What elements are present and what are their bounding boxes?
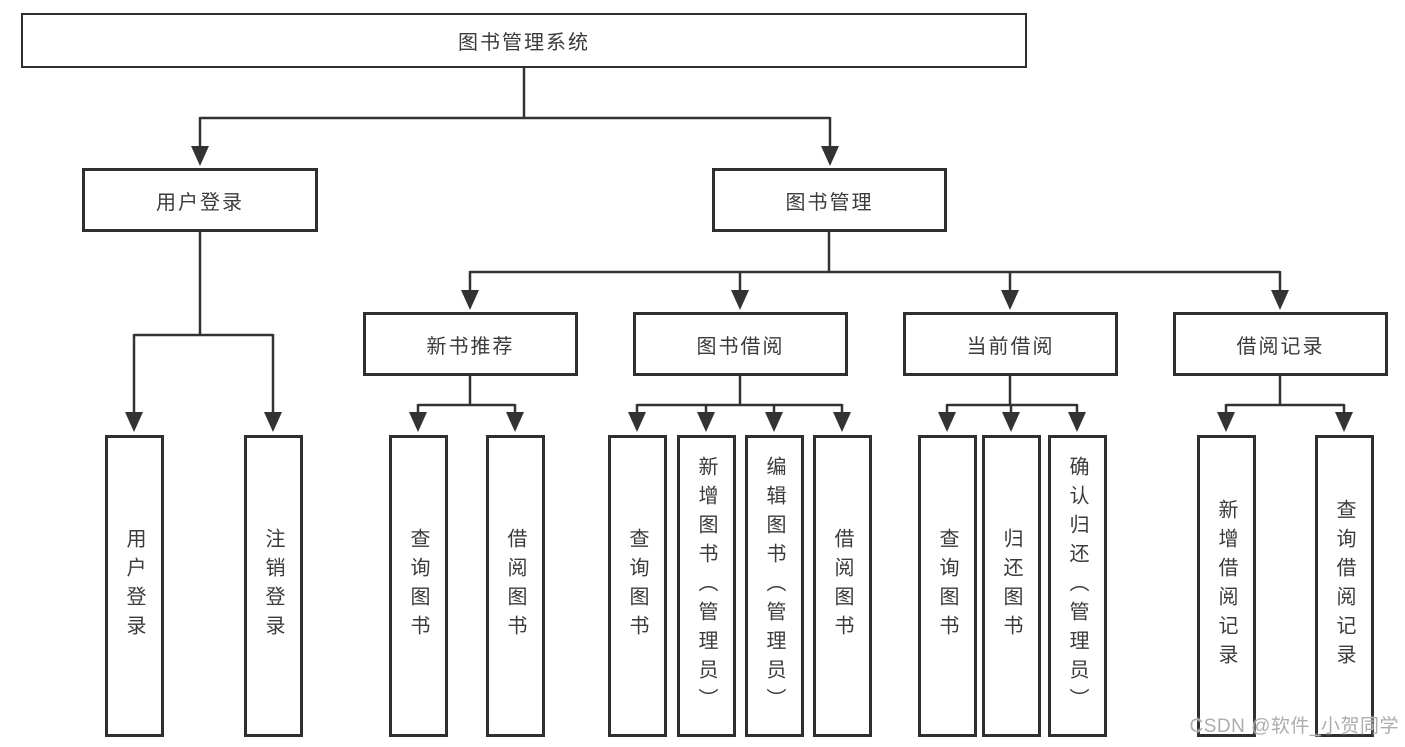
- node-label: 新书推荐: [426, 335, 515, 358]
- leaf-add-borrow-record: 新增借阅记录: [1197, 435, 1256, 737]
- node-label: 查询图书: [626, 528, 648, 644]
- node-label: 新增借阅记录: [1215, 499, 1237, 673]
- node-label: 查询图书: [407, 528, 429, 644]
- node-label: 用户登录: [156, 191, 244, 214]
- node-label: 用户登录: [123, 528, 145, 644]
- node-label: 图书借阅: [696, 335, 785, 358]
- node-book-borrowing: 图书借阅: [633, 312, 848, 376]
- leaf-query-borrow-record: 查询借阅记录: [1315, 435, 1374, 737]
- node-root-library-system: 图书管理系统: [21, 13, 1027, 68]
- node-borrow-records: 借阅记录: [1173, 312, 1388, 376]
- leaf-query-books-current: 查询图书: [918, 435, 977, 737]
- arrowheads: [125, 146, 1353, 432]
- node-label: 借阅记录: [1236, 335, 1325, 358]
- node-label: 借阅图书: [831, 528, 853, 644]
- node-book-management: 图书管理: [712, 168, 947, 232]
- node-label: 确认归还（管理员）: [1066, 455, 1088, 717]
- node-label: 图书管理系统: [458, 32, 590, 54]
- leaf-user-login: 用户登录: [105, 435, 164, 737]
- node-label: 编辑图书（管理员）: [763, 455, 785, 717]
- node-new-book-recommend: 新书推荐: [363, 312, 578, 376]
- leaf-query-books: 查询图书: [608, 435, 667, 737]
- leaf-edit-books-admin: 编辑图书（管理员）: [745, 435, 804, 737]
- leaf-add-books-admin: 新增图书（管理员）: [677, 435, 736, 737]
- connector-path: [132, 68, 1346, 416]
- node-current-borrowing: 当前借阅: [903, 312, 1118, 376]
- node-label: 归还图书: [1000, 528, 1022, 644]
- node-label: 当前借阅: [966, 335, 1055, 358]
- node-label: 注销登录: [262, 528, 284, 644]
- leaf-return-books: 归还图书: [982, 435, 1041, 737]
- leaf-borrow-books: 借阅图书: [813, 435, 872, 737]
- node-label: 新增图书（管理员）: [695, 455, 717, 717]
- node-label: 查询图书: [936, 528, 958, 644]
- node-label: 查询借阅记录: [1333, 499, 1355, 673]
- leaf-query-books-recommend: 查询图书: [389, 435, 448, 737]
- node-user-login: 用户登录: [82, 168, 318, 232]
- csdn-watermark: CSDN @软件_小贺同学: [1189, 716, 1399, 737]
- node-label: 图书管理: [785, 191, 874, 214]
- node-label: 借阅图书: [504, 528, 526, 644]
- leaf-confirm-return-admin: 确认归还（管理员）: [1048, 435, 1107, 737]
- leaf-logout: 注销登录: [244, 435, 303, 737]
- leaf-borrow-books-recommend: 借阅图书: [486, 435, 545, 737]
